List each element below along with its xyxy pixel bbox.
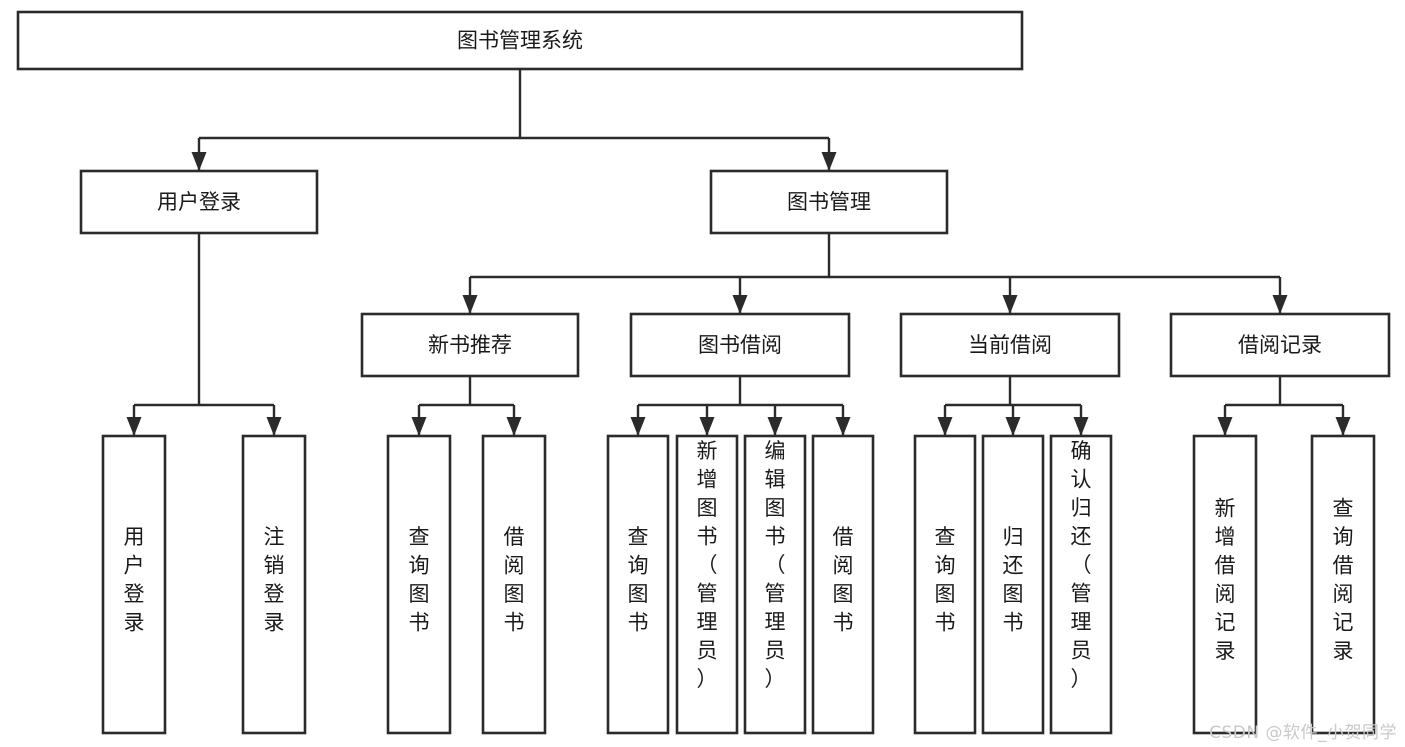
arrow-head-icon	[411, 417, 427, 436]
node-current-borrow[interactable]: 当前借阅	[899, 312, 1121, 378]
node-box-leaf-confirm-return-admin	[1049, 434, 1113, 735]
node-box-leaf-borrow-book-nr	[481, 434, 547, 735]
node-label-book-management: 图书管理	[787, 190, 871, 214]
arrow-head-icon	[1005, 417, 1021, 436]
node-root[interactable]: 图书管理系统	[16, 10, 1024, 71]
node-box-book-borrow	[629, 312, 851, 378]
arrow-head-icon	[821, 152, 837, 171]
node-leaf-confirm-return-admin[interactable]: 确认归还（管理员）	[1049, 434, 1113, 735]
node-label-leaf-query-borrow-record: 查询借阅记录	[1333, 496, 1354, 663]
arrow-head-icon	[767, 417, 783, 436]
node-borrow-records[interactable]: 借阅记录	[1169, 312, 1391, 378]
node-box-leaf-logout	[241, 434, 307, 735]
node-leaf-logout[interactable]: 注销登录	[241, 434, 307, 735]
node-leaf-query-book-bb[interactable]: 查询图书	[606, 434, 670, 735]
arrow-head-icon	[1073, 417, 1089, 436]
node-leaf-add-book-admin[interactable]: 新增图书（管理员）	[675, 434, 739, 735]
connector-layer	[126, 69, 1351, 436]
node-leaf-borrow-book-nr[interactable]: 借阅图书	[481, 434, 547, 735]
arrow-head-icon	[732, 295, 748, 314]
node-box-root	[16, 10, 1024, 71]
node-box-current-borrow	[899, 312, 1121, 378]
node-label-root: 图书管理系统	[457, 29, 583, 53]
node-box-leaf-add-book-admin	[675, 434, 739, 735]
node-leaf-add-borrow-record[interactable]: 新增借阅记录	[1192, 434, 1258, 735]
node-label-new-book-recommend: 新书推荐	[428, 333, 512, 357]
arrow-head-icon	[835, 417, 851, 436]
node-book-borrow[interactable]: 图书借阅	[629, 312, 851, 378]
arrow-head-icon	[699, 417, 715, 436]
arrow-head-icon	[462, 295, 478, 314]
node-user-login[interactable]: 用户登录	[79, 169, 319, 235]
node-box-leaf-return-book	[981, 434, 1045, 735]
node-leaf-query-borrow-record[interactable]: 查询借阅记录	[1310, 434, 1376, 735]
node-label-leaf-logout: 注销登录	[264, 525, 285, 635]
node-layer: 图书管理系统用户登录图书管理新书推荐图书借阅当前借阅借阅记录用户登录注销登录查询…	[16, 10, 1391, 735]
node-box-leaf-edit-book-admin	[743, 434, 807, 735]
node-label-current-borrow: 当前借阅	[968, 333, 1052, 357]
node-box-leaf-query-borrow-record	[1310, 434, 1376, 735]
node-leaf-query-book-cb[interactable]: 查询图书	[913, 434, 977, 735]
node-label-leaf-query-book-nr: 查询图书	[409, 525, 430, 635]
csdn-watermark: CSDN @软件_小贺同学	[1209, 723, 1397, 743]
node-label-leaf-confirm-return-admin: 确认归还（管理员）	[1071, 439, 1092, 691]
node-label-user-login: 用户登录	[157, 190, 241, 214]
node-book-management[interactable]: 图书管理	[709, 169, 949, 235]
arrow-head-icon	[506, 417, 522, 436]
node-leaf-borrow-book-bb[interactable]: 借阅图书	[811, 434, 875, 735]
node-box-book-management	[709, 169, 949, 235]
node-label-leaf-borrow-book-bb: 借阅图书	[833, 525, 854, 635]
arrow-head-icon	[630, 417, 646, 436]
node-label-leaf-query-book-bb: 查询图书	[628, 525, 649, 635]
arrow-head-icon	[191, 152, 207, 171]
node-box-leaf-user-login	[101, 434, 167, 735]
arrow-head-icon	[1002, 295, 1018, 314]
node-label-leaf-edit-book-admin: 编辑图书（管理员）	[765, 439, 786, 691]
arrow-head-icon	[1272, 295, 1288, 314]
node-leaf-edit-book-admin[interactable]: 编辑图书（管理员）	[743, 434, 807, 735]
node-box-user-login	[79, 169, 319, 235]
node-box-leaf-borrow-book-bb	[811, 434, 875, 735]
node-label-leaf-add-borrow-record: 新增借阅记录	[1215, 496, 1236, 663]
arrow-head-icon	[1335, 417, 1351, 436]
node-box-new-book-recommend	[360, 312, 580, 378]
node-label-leaf-query-book-cb: 查询图书	[935, 525, 956, 635]
node-label-leaf-return-book: 归还图书	[1003, 525, 1024, 635]
arrow-head-icon	[126, 417, 142, 436]
arrow-head-icon	[1217, 417, 1233, 436]
node-box-leaf-query-book-nr	[386, 434, 452, 735]
arrow-head-icon	[266, 417, 282, 436]
node-box-leaf-add-borrow-record	[1192, 434, 1258, 735]
node-label-leaf-user-login: 用户登录	[124, 525, 145, 635]
node-new-book-recommend[interactable]: 新书推荐	[360, 312, 580, 378]
node-label-book-borrow: 图书借阅	[698, 333, 782, 357]
node-box-leaf-query-book-bb	[606, 434, 670, 735]
node-leaf-return-book[interactable]: 归还图书	[981, 434, 1045, 735]
node-leaf-query-book-nr[interactable]: 查询图书	[386, 434, 452, 735]
node-label-leaf-borrow-book-nr: 借阅图书	[504, 525, 525, 635]
node-box-borrow-records	[1169, 312, 1391, 378]
node-label-leaf-add-book-admin: 新增图书（管理员）	[697, 439, 718, 691]
node-box-leaf-query-book-cb	[913, 434, 977, 735]
node-label-borrow-records: 借阅记录	[1238, 333, 1322, 357]
node-leaf-user-login[interactable]: 用户登录	[101, 434, 167, 735]
arrow-head-icon	[937, 417, 953, 436]
